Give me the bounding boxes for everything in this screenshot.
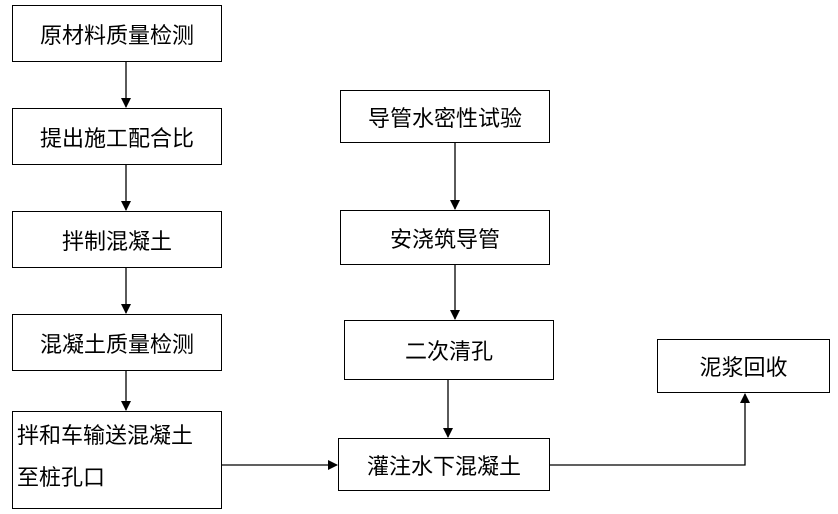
node-raw-material-check: 原材料质量检测 — [12, 5, 222, 62]
node-label-line1: 拌和车输送混凝土 — [17, 424, 194, 449]
node-label: 导管水密性试验 — [367, 106, 522, 132]
node-pipe-watertight-test: 导管水密性试验 — [340, 90, 550, 143]
node-mix-concrete: 拌制混凝土 — [12, 211, 222, 268]
node-label: 安浇筑导管 — [389, 227, 500, 253]
node-second-hole-cleaning: 二次清孔 — [344, 320, 554, 380]
node-label: 二次清孔 — [404, 340, 493, 365]
node-mix-ratio: 提出施工配合比 — [12, 108, 222, 165]
node-label: 原材料质量检测 — [39, 23, 194, 49]
node-label-line2: 至桩孔口 — [17, 466, 106, 491]
node-install-pipe: 安浇筑导管 — [340, 210, 550, 265]
node-label: 提出施工配合比 — [39, 126, 194, 152]
node-slurry-recovery: 泥浆回收 — [657, 339, 830, 393]
node-concrete-quality-check: 混凝土质量检测 — [12, 314, 222, 371]
node-truck-transport: 拌和车输送混凝土 至桩孔口 — [12, 411, 222, 509]
node-underwater-pour: 灌注水下混凝土 — [338, 438, 550, 491]
node-label: 混凝土质量检测 — [39, 332, 194, 358]
node-label: 拌制混凝土 — [61, 229, 172, 255]
arrow-pour-to-slurry — [550, 393, 750, 466]
node-label: 泥浆回收 — [699, 356, 788, 381]
node-label: 灌注水下混凝土 — [366, 454, 521, 480]
